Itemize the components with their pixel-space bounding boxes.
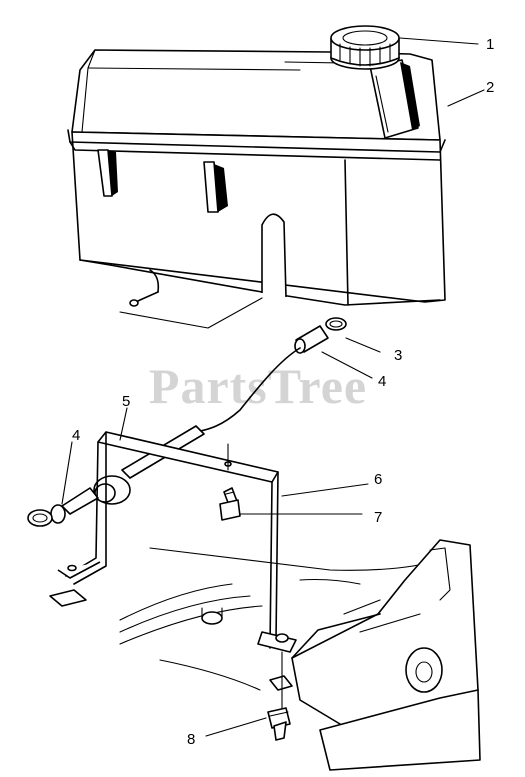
- callout-2: 2: [486, 79, 494, 96]
- callout-5: 5: [122, 393, 130, 410]
- mower-frame: [119, 539, 481, 771]
- leader-lines: [61, 37, 485, 737]
- callout-6: 6: [374, 471, 382, 488]
- mount-spacer[interactable]: [49, 589, 87, 607]
- watermark-text: PartsTree: [149, 358, 367, 414]
- lower-spacer[interactable]: [269, 675, 293, 691]
- fuel-cap[interactable]: [330, 25, 400, 70]
- callout-4-hose: 4: [378, 373, 386, 390]
- fuel-tank[interactable]: [67, 49, 446, 329]
- fuel-hose[interactable]: [195, 347, 301, 433]
- fuel-line-fitting[interactable]: [294, 317, 347, 354]
- callout-8: 8: [187, 731, 195, 748]
- callout-7: 7: [374, 509, 382, 526]
- callout-3: 3: [394, 347, 402, 364]
- tank-bracket[interactable]: [57, 431, 297, 653]
- callout-4-filter-hose: 4: [72, 427, 80, 444]
- bracket-bolt[interactable]: [219, 487, 241, 521]
- mount-bolt[interactable]: [267, 707, 291, 741]
- callout-1: 1: [486, 36, 494, 53]
